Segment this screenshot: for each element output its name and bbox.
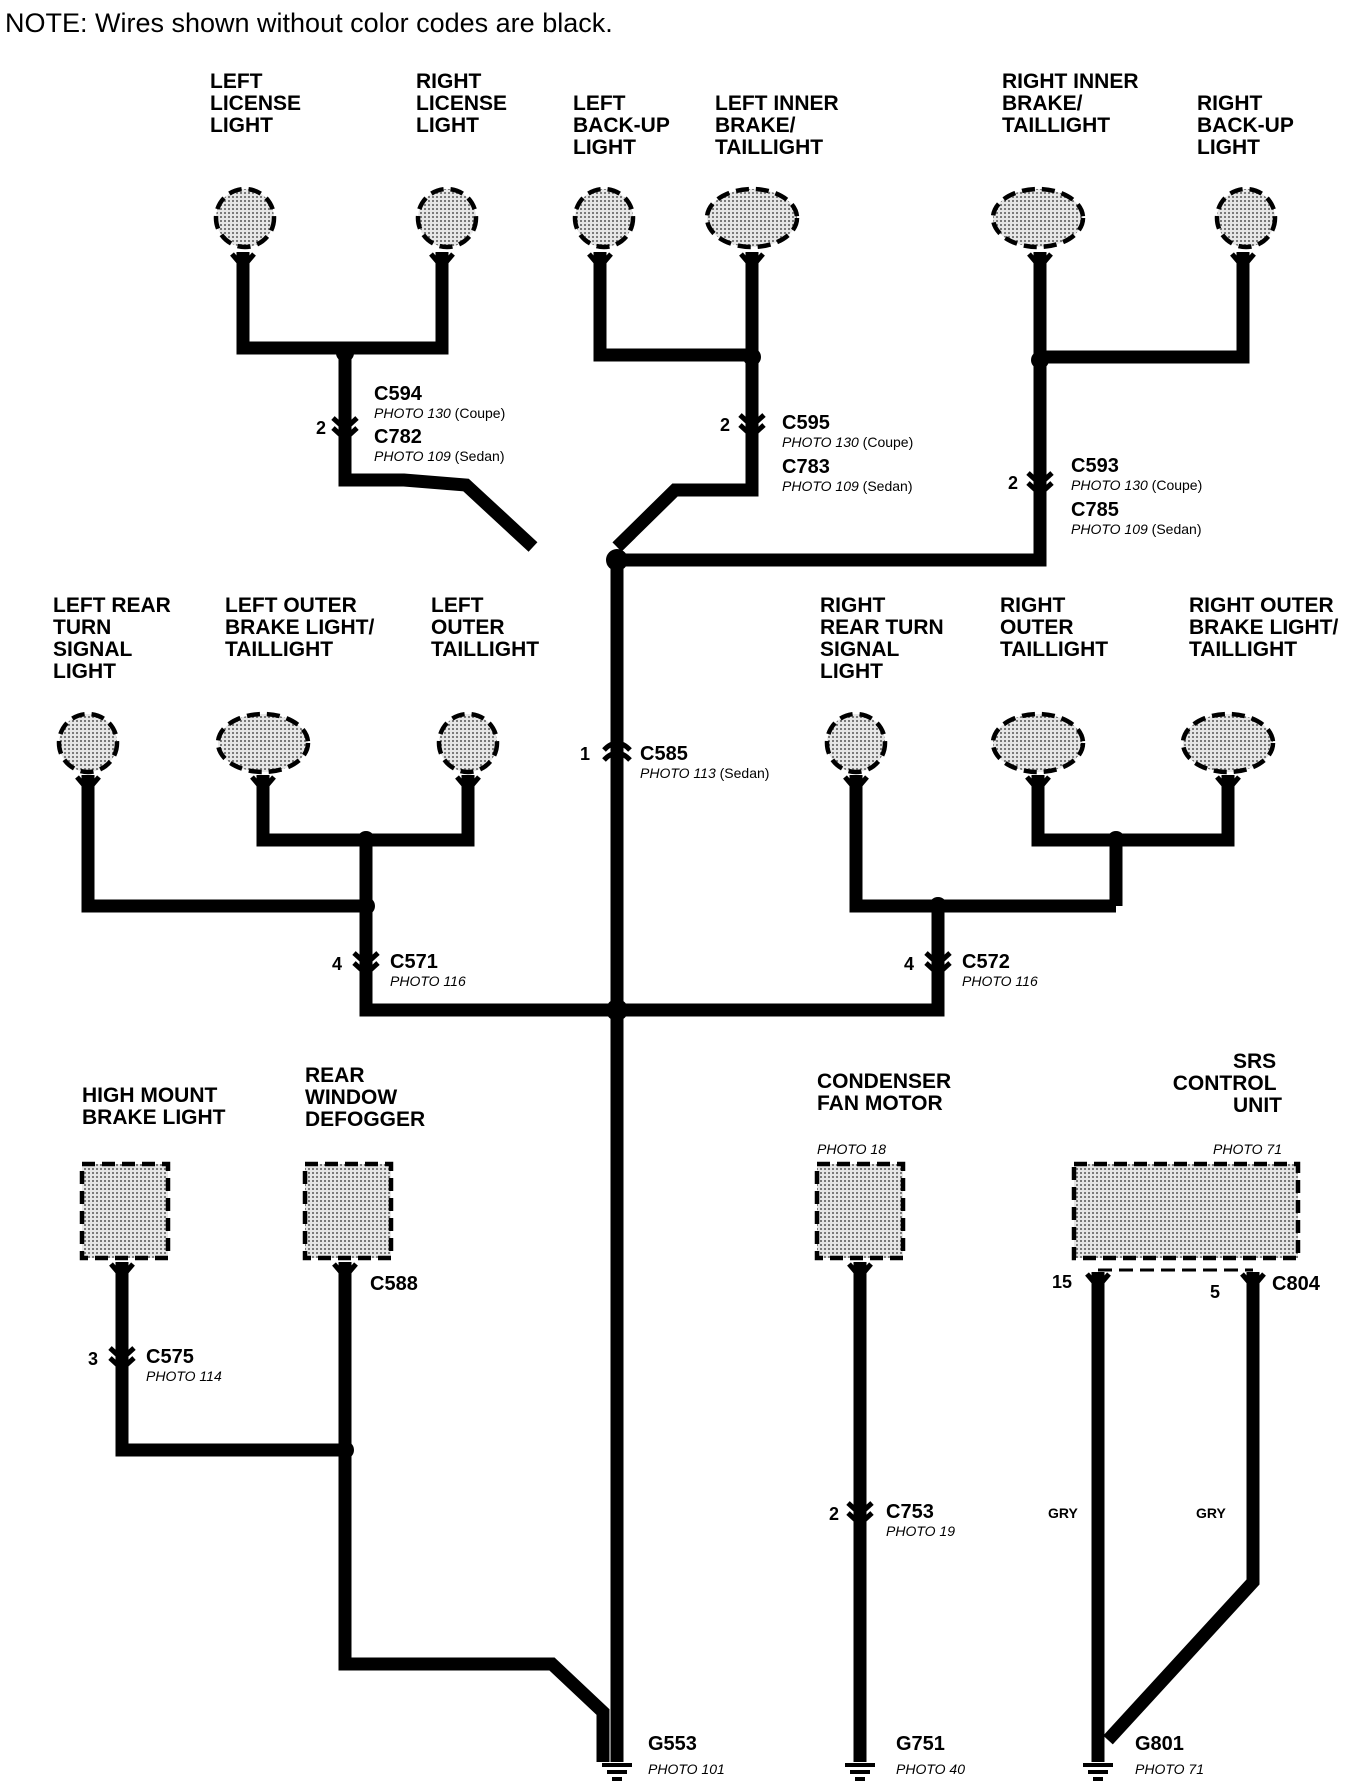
right-inner-brake-label: RIGHT INNER BRAKE/ TAILLIGHT xyxy=(1002,70,1144,137)
srs-control-unit-box xyxy=(1071,1161,1301,1261)
c593-photo: PHOTO 130 (Coupe) xyxy=(1071,477,1202,493)
c585-photo: PHOTO 113 (Sedan) xyxy=(640,765,769,781)
right-license-light-label: RIGHT LICENSE LIGHT xyxy=(416,70,513,137)
c572-pin: 4 xyxy=(904,954,914,974)
right-rear-turn-bulb xyxy=(824,711,888,775)
connector-labels: 2 C594 PHOTO 130 (Coupe) C782 PHOTO 109 … xyxy=(88,383,1321,1539)
c782-id: C782 xyxy=(374,426,422,448)
c785-id: C785 xyxy=(1071,499,1119,521)
right-outer-brake-bulb xyxy=(1180,711,1276,775)
srs-photo-label: PHOTO 71 xyxy=(1213,1141,1282,1157)
c594-photo: PHOTO 130 (Coupe) xyxy=(374,405,505,421)
right-outer-brake-label: RIGHT OUTER BRAKE LIGHT/ TAILLIGHT xyxy=(1189,594,1344,661)
c588-id: C588 xyxy=(370,1273,418,1295)
left-outer-taillight-bulb xyxy=(436,711,500,775)
c804-pin-5: 5 xyxy=(1210,1282,1220,1302)
srs-right-wire-color: GRY xyxy=(1196,1505,1226,1521)
c593-id: C593 xyxy=(1071,455,1119,477)
g553-photo: PHOTO 101 xyxy=(648,1761,725,1777)
right-inner-brake-bulb xyxy=(990,186,1086,250)
left-inner-brake-bulb xyxy=(704,186,800,250)
condenser-fan-motor-box xyxy=(814,1161,906,1261)
c595-pin: 2 xyxy=(720,415,730,435)
right-rear-turn-label: RIGHT REAR TURN SIGNAL LIGHT xyxy=(820,594,950,683)
inline-connectors xyxy=(110,415,1052,1524)
c753-photo: PHOTO 19 xyxy=(886,1523,955,1539)
c594-pin: 2 xyxy=(316,418,326,438)
left-backup-light-label: LEFT BACK-UP LIGHT xyxy=(573,92,675,159)
srs-left-wire-color: GRY xyxy=(1048,1505,1078,1521)
c782-photo: PHOTO 109 (Sedan) xyxy=(374,448,504,464)
c575-id: C575 xyxy=(146,1346,194,1368)
component-shapes xyxy=(56,186,1301,1272)
left-license-light-label: LEFT LICENSE LIGHT xyxy=(210,70,307,137)
c783-id: C783 xyxy=(782,456,830,478)
g751-photo: PHOTO 40 xyxy=(896,1761,965,1777)
c804-pin-15: 15 xyxy=(1052,1272,1072,1292)
right-outer-taillight-label: RIGHT OUTER TAILLIGHT xyxy=(1000,594,1108,661)
c594-id: C594 xyxy=(374,383,423,405)
c585-pin: 1 xyxy=(580,744,590,764)
g751-id: G751 xyxy=(896,1733,945,1755)
c571-id: C571 xyxy=(390,951,438,973)
g801-id: G801 xyxy=(1135,1733,1184,1755)
c585-id: C585 xyxy=(640,743,688,765)
rear-window-defogger-box xyxy=(302,1161,394,1261)
g801-photo: PHOTO 71 xyxy=(1135,1761,1204,1777)
left-outer-brake-bulb xyxy=(215,711,311,775)
left-license-light-bulb xyxy=(213,186,277,250)
c785-photo: PHOTO 109 (Sedan) xyxy=(1071,521,1201,537)
g553-id: G553 xyxy=(648,1733,697,1755)
condenser-photo-label: PHOTO 18 xyxy=(817,1141,886,1157)
c753-id: C753 xyxy=(886,1501,934,1523)
right-outer-taillight-bulb xyxy=(990,711,1086,775)
c571-pin: 4 xyxy=(332,954,342,974)
srs-control-unit-label: SRS CONTROL UNIT xyxy=(1173,1050,1282,1117)
component-labels: LEFT LICENSE LIGHT RIGHT LICENSE LIGHT L… xyxy=(53,70,1344,1157)
c753-pin: 2 xyxy=(829,1504,839,1524)
right-license-light-bulb xyxy=(415,186,479,250)
left-inner-brake-label: LEFT INNER BRAKE/ TAILLIGHT xyxy=(715,92,845,159)
right-backup-light-label: RIGHT BACK-UP LIGHT xyxy=(1197,92,1299,159)
c595-id: C595 xyxy=(782,412,830,434)
condenser-fan-motor-label: CONDENSER FAN MOTOR xyxy=(817,1070,957,1115)
splice-points xyxy=(336,344,1125,1459)
c783-photo: PHOTO 109 (Sedan) xyxy=(782,478,912,494)
high-mount-brake-label: HIGH MOUNT BRAKE LIGHT xyxy=(82,1084,226,1129)
c593-pin: 2 xyxy=(1008,473,1018,493)
left-outer-brake-label: LEFT OUTER BRAKE LIGHT/ TAILLIGHT xyxy=(225,594,380,661)
c571-photo: PHOTO 116 xyxy=(390,973,466,989)
g553-ground-icon xyxy=(600,1763,634,1781)
c572-id: C572 xyxy=(962,951,1010,973)
high-mount-brake-box xyxy=(79,1161,171,1261)
g801-ground-icon xyxy=(1081,1763,1115,1781)
c595-photo: PHOTO 130 (Coupe) xyxy=(782,434,913,450)
c804-id: C804 xyxy=(1272,1273,1321,1295)
rear-window-defogger-label: REAR WINDOW DEFOGGER xyxy=(305,1064,425,1131)
c572-photo: PHOTO 116 xyxy=(962,973,1038,989)
c575-photo: PHOTO 114 xyxy=(146,1368,222,1384)
left-rear-turn-bulb xyxy=(56,711,120,775)
left-backup-light-bulb xyxy=(572,186,636,250)
left-outer-taillight-label: LEFT OUTER TAILLIGHT xyxy=(431,594,539,661)
note-text: NOTE: Wires shown without color codes ar… xyxy=(5,8,613,38)
g751-ground-icon xyxy=(843,1763,877,1781)
ground-labels: G553 PHOTO 101 G751 PHOTO 40 G801 PHOTO … xyxy=(648,1733,1204,1777)
c575-pin: 3 xyxy=(88,1349,98,1369)
right-backup-light-bulb xyxy=(1214,186,1278,250)
left-rear-turn-label: LEFT REAR TURN SIGNAL LIGHT xyxy=(53,594,177,683)
